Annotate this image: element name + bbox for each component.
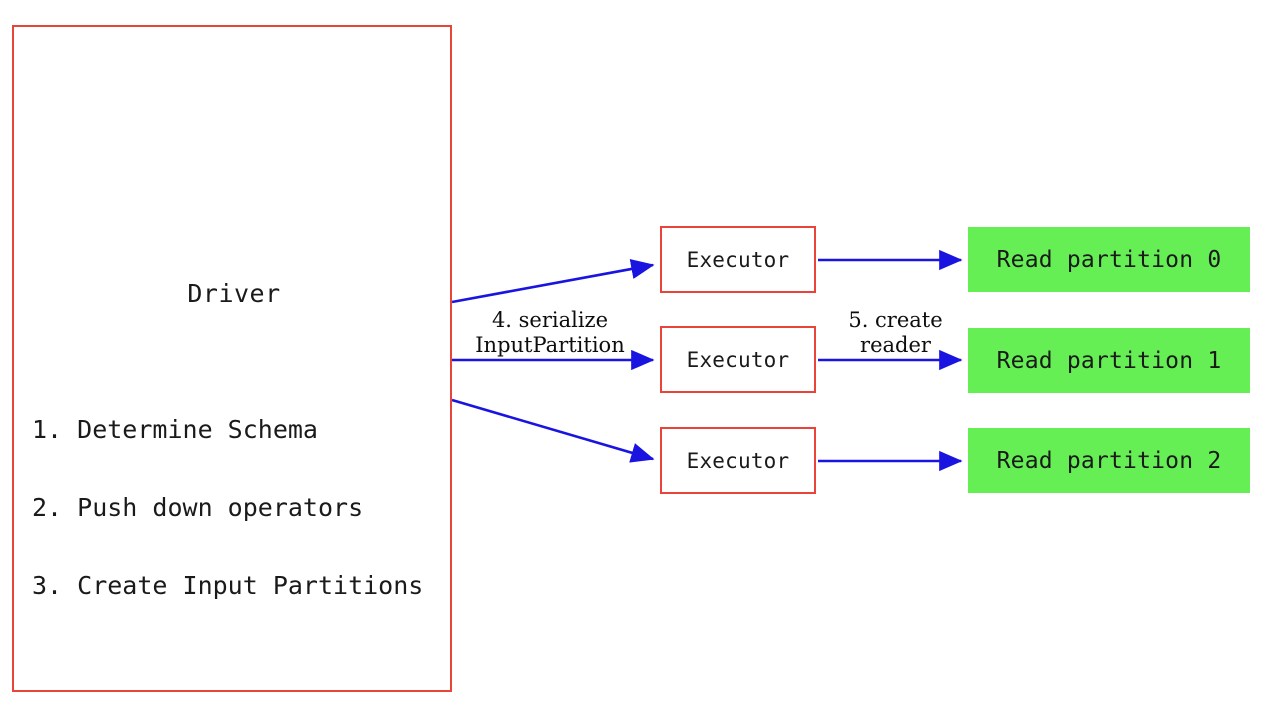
partition-label-2: Read partition 2 <box>996 447 1222 474</box>
executor-box-2: Executor <box>660 326 816 393</box>
executor-label-1: Executor <box>686 247 790 272</box>
executor-box-3: Executor <box>660 427 816 494</box>
driver-box: Driver 1. Determine Schema 2. Push down … <box>12 25 452 692</box>
arrow-driver-to-executor-3 <box>451 398 655 463</box>
arrow-driver-to-executor-1 <box>451 258 655 304</box>
partition-box-1: Read partition 1 <box>968 328 1250 393</box>
executor-label-3: Executor <box>686 448 790 473</box>
edge-label-create-reader-line2: reader <box>860 333 931 357</box>
edge-label-create-reader: 5. create reader <box>828 308 963 358</box>
partition-label-0: Read partition 0 <box>996 246 1222 273</box>
driver-steps-list: 1. Determine Schema 2. Push down operato… <box>32 365 423 651</box>
edge-label-serialize-line2: InputPartition <box>475 333 625 357</box>
driver-title: Driver <box>187 279 281 308</box>
partition-box-0: Read partition 0 <box>968 227 1250 292</box>
driver-step-1: 1. Determine Schema <box>32 415 318 444</box>
edge-label-create-reader-line1: 5. create <box>848 308 943 332</box>
executor-label-2: Executor <box>686 347 790 372</box>
partition-box-2: Read partition 2 <box>968 428 1250 493</box>
driver-step-3: 3. Create Input Partitions <box>32 571 424 600</box>
edge-label-serialize-line1: 4. serialize <box>491 308 609 332</box>
edge-label-serialize: 4. serialize InputPartition <box>460 308 640 358</box>
partition-label-1: Read partition 1 <box>996 347 1222 374</box>
driver-step-2: 2. Push down operators <box>32 493 364 522</box>
executor-box-1: Executor <box>660 226 816 293</box>
